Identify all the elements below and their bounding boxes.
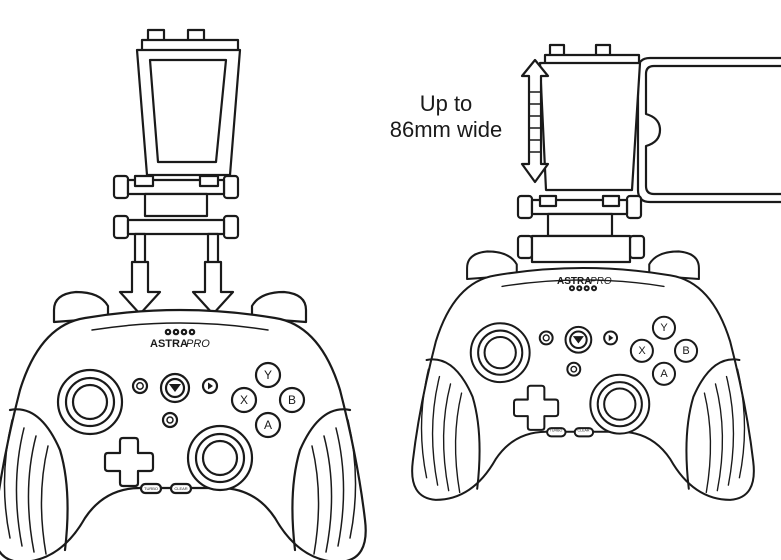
width-note-line2: 86mm wide bbox=[390, 117, 502, 142]
left-clear-label: CLEAR bbox=[174, 486, 187, 491]
right-controller bbox=[411, 250, 755, 501]
right-y-button-label: Y bbox=[660, 322, 668, 334]
right-x-button-label: X bbox=[638, 345, 646, 357]
right-brand-light: PRO bbox=[590, 276, 612, 287]
right-b-button-label: B bbox=[682, 345, 689, 357]
left-turbo-label: TURBO bbox=[144, 486, 158, 491]
right-a-button-label: A bbox=[660, 368, 668, 380]
width-note-line1: Up to bbox=[420, 91, 473, 116]
left-phone-clip-assembly bbox=[112, 28, 242, 266]
right-turbo-label: TURBO bbox=[550, 429, 563, 433]
left-x-button-label: X bbox=[240, 393, 248, 407]
left-brand-bold: ASTRA bbox=[150, 338, 188, 350]
left-insert-arrow-2 bbox=[191, 260, 235, 316]
double-headed-arrow-icon bbox=[520, 58, 550, 184]
right-brand-bold: ASTRA bbox=[557, 276, 591, 287]
left-brand-light: PRO bbox=[186, 338, 210, 350]
left-insert-arrow-1 bbox=[118, 260, 162, 316]
left-a-button-label: A bbox=[264, 418, 272, 432]
right-phone bbox=[636, 56, 781, 204]
left-controller bbox=[0, 290, 367, 560]
left-b-button-label: B bbox=[288, 393, 296, 407]
right-phone-clip-assembly bbox=[516, 43, 646, 264]
left-y-button-label: Y bbox=[264, 368, 272, 382]
right-clear-label: CLEAR bbox=[578, 429, 590, 433]
